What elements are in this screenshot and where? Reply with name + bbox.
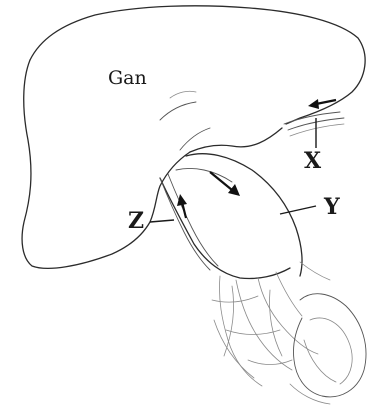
arrow-x-head xyxy=(308,99,319,109)
label-organ: Gan xyxy=(108,67,147,89)
leader-z xyxy=(150,220,174,222)
label-x: X xyxy=(304,148,322,174)
duct-x xyxy=(284,112,344,136)
duct-z xyxy=(160,174,218,270)
arrow-y-head xyxy=(228,184,240,196)
label-z: Z xyxy=(128,208,144,234)
arrow-y xyxy=(210,172,232,190)
liver xyxy=(22,6,365,269)
arrow-z-head xyxy=(177,194,187,206)
label-y: Y xyxy=(323,194,340,220)
lower-vessels xyxy=(212,262,366,404)
organ-y xyxy=(160,154,302,279)
arrow-x xyxy=(316,100,336,104)
leader-y xyxy=(280,206,316,214)
